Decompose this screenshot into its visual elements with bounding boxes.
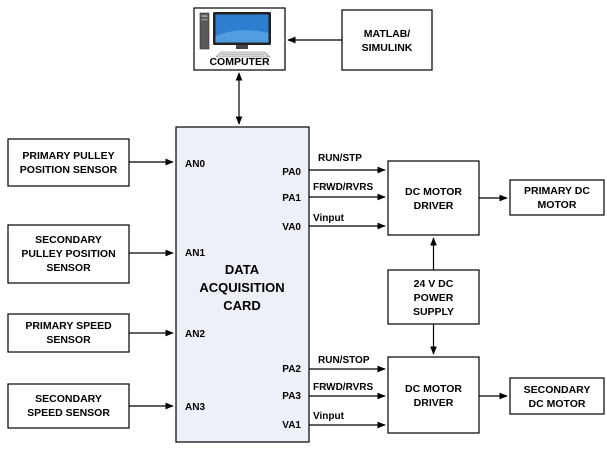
daq-port-labels: AN0 AN1 AN2 AN3 PA0 PA1 VA0 PA2 PA3 VA1 xyxy=(185,159,301,431)
primary-pulley-label-line-1: PRIMARY PULLEY xyxy=(22,150,114,162)
port-an1: AN1 xyxy=(185,248,205,259)
secondary-speed-sensor-block: SECONDARY SPEED SENSOR xyxy=(7,383,130,429)
daq-label-line-1: DATA xyxy=(225,262,260,277)
primary-speed-label-line-1: PRIMARY SPEED xyxy=(25,320,112,332)
signal-run-stop: RUN/STOP xyxy=(318,355,370,366)
port-an2: AN2 xyxy=(185,329,205,340)
daq-label-line-3: CARD xyxy=(223,298,261,313)
port-an3: AN3 xyxy=(185,402,205,413)
signal-frwd-rvrs-2: FRWD/RVRS xyxy=(313,382,374,393)
secondary-pulley-position-sensor-block: SECONDARY PULLEY POSITION SENSOR xyxy=(7,224,130,284)
signal-labels: RUN/STP FRWD/RVRS Vinput RUN/STOP FRWD/R… xyxy=(313,153,374,422)
matlab-label-line-2: SIMULINK xyxy=(362,42,413,54)
motor-1-label-line-2: MOTOR xyxy=(538,199,577,211)
port-pa1: PA1 xyxy=(282,193,301,204)
driver-1-label-line-2: DRIVER xyxy=(414,200,454,212)
port-va0: VA0 xyxy=(282,222,301,233)
power-label-line-3: SUPPLY xyxy=(413,306,454,318)
secondary-speed-label-line-1: SECONDARY xyxy=(35,393,102,405)
signal-vinput-1: Vinput xyxy=(313,213,345,224)
data-acquisition-card-block: DATA ACQUISITION CARD xyxy=(175,126,310,443)
port-va1: VA1 xyxy=(282,420,301,431)
primary-pulley-label-line-2: POSITION SENSOR xyxy=(20,164,118,176)
dc-motor-driver-1-block: DC MOTOR DRIVER xyxy=(387,160,480,236)
computer-label: COMPUTER xyxy=(209,56,270,68)
driver-2-label-line-1: DC MOTOR xyxy=(405,383,462,395)
primary-speed-label-line-2: SENSOR xyxy=(46,334,91,346)
matlab-simulink-block: MATLAB/ SIMULINK xyxy=(341,9,433,71)
daq-label-line-2: ACQUISITION xyxy=(199,280,284,295)
primary-speed-sensor-block: PRIMARY SPEED SENSOR xyxy=(7,313,130,353)
secondary-speed-label-line-2: SPEED SENSOR xyxy=(27,407,110,419)
secondary-pulley-label-line-3: SENSOR xyxy=(46,262,91,274)
secondary-dc-motor-block: SECONDARY DC MOTOR xyxy=(509,377,605,415)
power-supply-block: 24 V DC POWER SUPPLY xyxy=(387,269,480,325)
driver-2-label-line-2: DRIVER xyxy=(414,397,454,409)
signal-vinput-2: Vinput xyxy=(313,411,345,422)
primary-dc-motor-block: PRIMARY DC MOTOR xyxy=(509,179,605,216)
matlab-label-line-1: MATLAB/ xyxy=(364,28,411,40)
computer-block: COMPUTER xyxy=(193,7,286,71)
secondary-pulley-label-line-2: PULLEY POSITION xyxy=(21,248,115,260)
motor-2-label-line-1: SECONDARY xyxy=(524,384,591,396)
desktop-computer-icon xyxy=(199,12,271,58)
secondary-pulley-label-line-1: SECONDARY xyxy=(35,234,102,246)
driver-1-label-line-1: DC MOTOR xyxy=(405,186,462,198)
port-pa0: PA0 xyxy=(282,167,301,178)
signal-run-stp: RUN/STP xyxy=(318,153,362,164)
power-label-line-1: 24 V DC xyxy=(414,278,454,290)
signal-frwd-rvrs-1: FRWD/RVRS xyxy=(313,182,374,193)
power-label-line-2: POWER xyxy=(414,292,454,304)
port-an0: AN0 xyxy=(185,159,205,170)
motor-1-label-line-1: PRIMARY DC xyxy=(524,185,590,197)
connectors xyxy=(129,36,508,429)
motor-2-label-line-2: DC MOTOR xyxy=(529,398,586,410)
port-pa3: PA3 xyxy=(282,391,301,402)
dc-motor-driver-2-block: DC MOTOR DRIVER xyxy=(387,356,480,434)
primary-pulley-position-sensor-block: PRIMARY PULLEY POSITION SENSOR xyxy=(7,138,130,187)
port-pa2: PA2 xyxy=(282,364,301,375)
